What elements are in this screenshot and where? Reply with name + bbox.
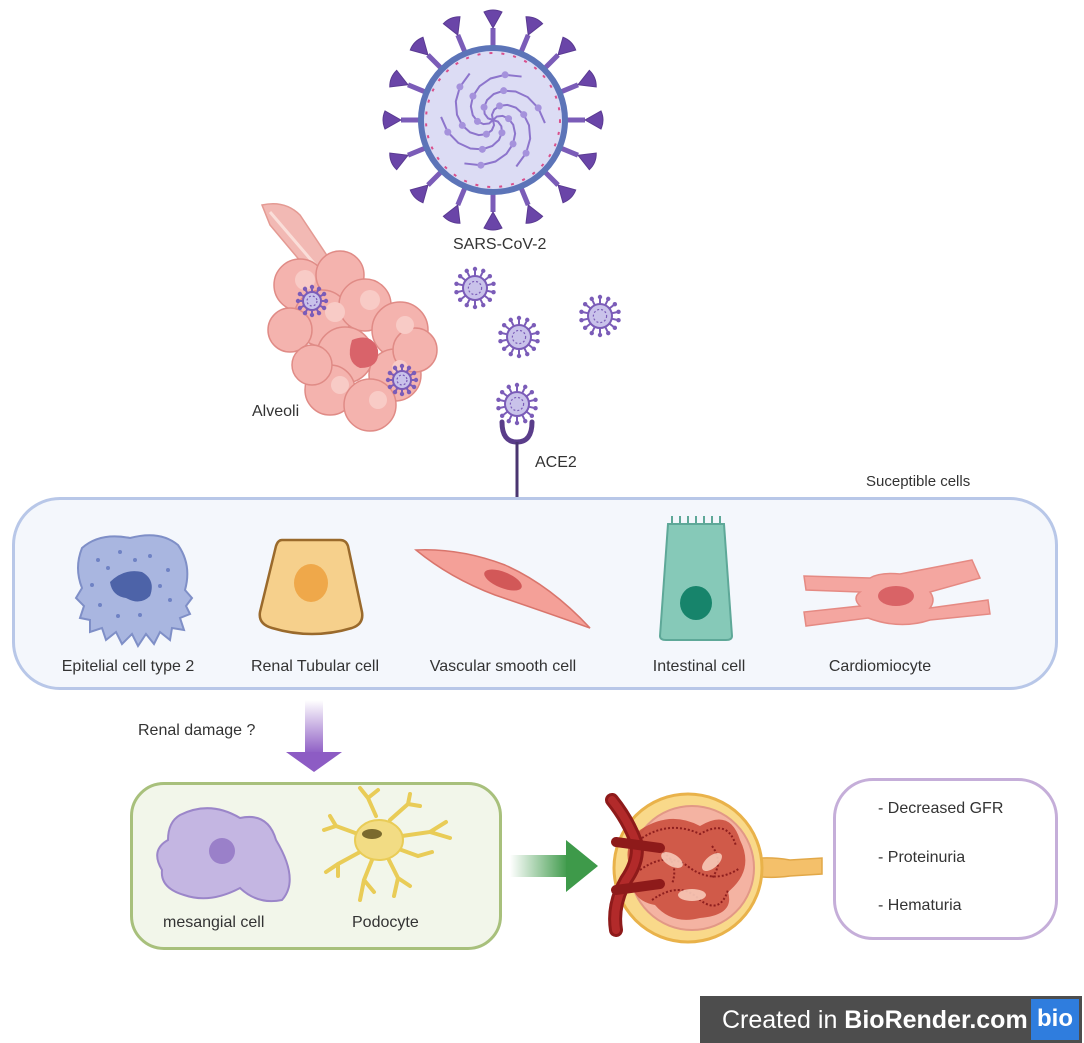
sars-cov-2-virion-icon [382, 9, 604, 231]
cell-label-cardiomyocyte: Cardiomiocyte [828, 658, 932, 675]
cell-label-intestinal: Intestinal cell [652, 658, 746, 675]
cardiomyocyte-icon [803, 559, 991, 627]
vascular-smooth-muscle-cell-icon [414, 549, 591, 629]
ace2-receptor-icon [499, 419, 535, 497]
small-virion-icon [498, 315, 540, 359]
biorender-footer [700, 996, 1082, 1043]
glomerulus-icon [605, 792, 823, 944]
credit-prefix: Created in [722, 1006, 845, 1034]
intestinal-cell-icon [658, 516, 734, 641]
symptom-decreased-gfr: - Decreased GFR [878, 800, 1004, 817]
mesangial-cell-label: mesangial cell [163, 914, 265, 931]
alveoli-label: Alveoli [252, 403, 300, 420]
receptor-bound-virion-icon [496, 382, 538, 426]
virion-in-alveoli-icon [385, 363, 419, 397]
renal-damage-arrow-icon [286, 700, 342, 772]
small-virion-icon [579, 294, 621, 338]
podocyte-icon [322, 786, 452, 902]
credit-brand: BioRender.com [844, 1006, 1028, 1034]
cell-label-renal-tubular: Renal Tubular cell [250, 658, 380, 675]
podocyte-body-icon [354, 819, 404, 861]
susceptible-cells-title: Suceptible cells [866, 473, 971, 490]
cell-label-vascular: Vascular smooth cell [429, 658, 577, 675]
podocyte-nucleus-icon [362, 829, 382, 839]
symptom-proteinuria: - Proteinuria [878, 849, 966, 866]
alveoli-icon [260, 203, 438, 432]
progression-arrow-icon [510, 840, 598, 892]
podocyte-label: Podocyte [352, 914, 419, 931]
ace2-label: ACE2 [535, 454, 577, 471]
biorender-credit: Created in BioRender.com [722, 1006, 1028, 1035]
renal-damage-label: Renal damage ? [138, 722, 256, 739]
mesangial-cell-icon [156, 807, 291, 903]
virion-in-alveoli-icon [295, 284, 329, 318]
virus-label: SARS-CoV-2 [453, 236, 547, 253]
symptoms-box [833, 778, 1058, 940]
biorender-logo: bio [1031, 999, 1079, 1040]
small-virion-icon [454, 266, 496, 310]
renal-tubular-cell-icon [258, 538, 364, 636]
symptom-hematuria: - Hematuria [878, 897, 962, 914]
cell-label-epithelial: Epitelial cell type 2 [61, 658, 195, 675]
epithelial-cell-icon [74, 534, 194, 648]
